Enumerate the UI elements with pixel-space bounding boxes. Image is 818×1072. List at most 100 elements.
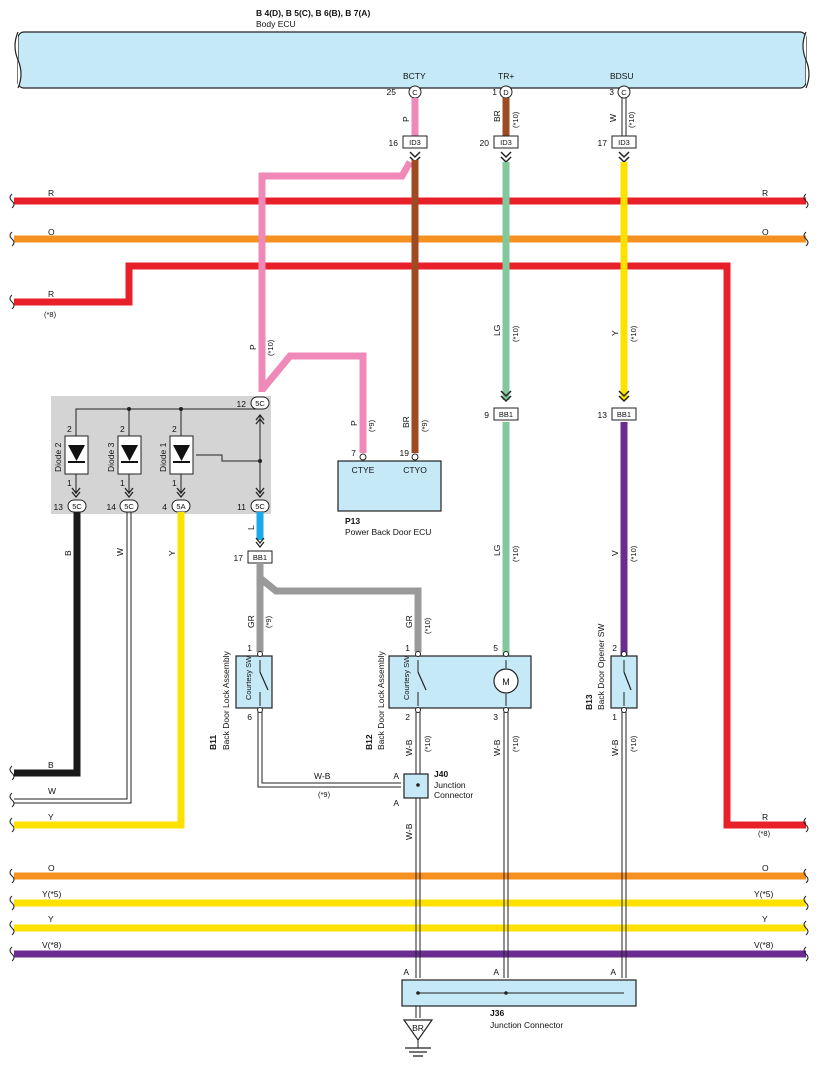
svg-text:1: 1 [492,87,497,97]
gray-wires [256,563,422,652]
svg-text:LG: LG [492,325,502,336]
svg-text:2: 2 [612,643,617,653]
svg-text:GR: GR [404,615,414,628]
svg-text:J40: J40 [434,769,448,779]
svg-text:W: W [48,786,56,796]
svg-text:19: 19 [400,448,410,458]
svg-text:11: 11 [237,502,246,512]
p13-name: Power Back Door ECU [345,527,431,537]
power-back-door-ecu: 7 19 CTYE CTYO P13 Power Back Door ECU [337,448,442,537]
svg-text:W: W [608,114,618,122]
diode-3-icon [117,435,142,475]
svg-text:O: O [48,863,55,873]
svg-text:W-B: W-B [314,771,331,781]
svg-text:R: R [762,812,768,822]
svg-text:1: 1 [67,478,72,488]
svg-text:B11: B11 [208,735,218,750]
svg-text:A: A [493,967,499,977]
svg-text:BR: BR [412,1023,424,1033]
svg-text:W: W [115,548,125,556]
ecu-name-label: Body ECU [256,19,296,29]
svg-text:(*10): (*10) [423,735,432,752]
svg-text:3: 3 [493,712,498,722]
svg-text:(*9): (*9) [264,615,273,628]
wire-break-marks [9,193,809,962]
ground-icon: BR [402,1019,434,1057]
svg-text:O: O [762,863,769,873]
terminal-tr-plus: TR+ 1 D [492,71,514,99]
svg-text:Junction: Junction [434,780,466,790]
svg-text:2: 2 [405,712,410,722]
svg-text:A: A [393,771,399,781]
svg-text:Y(*5): Y(*5) [754,889,774,899]
svg-text:B: B [63,550,73,556]
j36-junction-connector: A A A J36 Junction Connector [401,967,637,1030]
svg-text:5A: 5A [176,502,185,511]
svg-text:16: 16 [389,138,399,148]
svg-text:CTYO: CTYO [403,465,427,475]
svg-text:TR+: TR+ [498,71,514,81]
svg-text:Y(*5): Y(*5) [42,889,62,899]
ground-wires [257,712,627,1018]
svg-text:V(*8): V(*8) [42,940,62,950]
svg-text:(*10): (*10) [627,111,636,128]
svg-text:Y: Y [48,914,54,924]
svg-text:9: 9 [484,410,489,420]
svg-text:5C: 5C [124,502,134,511]
bus-labels: R R O O R (*8) R (*8) O O Y(*5) Y(*5) Y … [42,188,774,950]
svg-text:25: 25 [387,87,397,97]
svg-text:7: 7 [351,448,356,458]
svg-text:P: P [349,420,359,426]
diode-output-wires [14,512,185,829]
svg-text:W-B: W-B [404,823,414,840]
svg-text:Diode 2: Diode 2 [53,442,63,472]
svg-text:Diode 3: Diode 3 [106,442,116,472]
svg-text:5: 5 [493,643,498,653]
svg-text:Y: Y [762,914,768,924]
svg-text:R: R [48,289,54,299]
svg-text:D: D [503,88,509,97]
svg-text:V: V [610,550,620,556]
svg-text:C: C [412,88,418,97]
svg-text:17: 17 [598,138,608,148]
svg-text:B12: B12 [364,734,374,750]
svg-text:BB1: BB1 [617,410,631,419]
p13-id: P13 [345,516,360,526]
svg-text:O: O [762,227,769,237]
svg-text:BDSU: BDSU [610,71,634,81]
svg-text:1: 1 [612,712,617,722]
svg-text:(*10): (*10) [511,545,520,562]
bus-wires [14,197,806,958]
svg-text:ID3: ID3 [500,138,512,147]
diode-assembly: Diode 2 Diode 3 Diode 1 2 2 2 1 1 1 5C 1… [51,396,271,514]
svg-text:Y: Y [610,330,620,336]
svg-text:A: A [393,798,399,808]
svg-text:5C: 5C [72,502,82,511]
svg-text:Y: Y [48,812,54,822]
terminal-bdsu: BDSU 3 C [609,71,634,99]
svg-text:2: 2 [67,424,72,434]
svg-text:1: 1 [120,478,125,488]
svg-text:Y: Y [167,550,177,556]
svg-text:1: 1 [247,643,252,653]
svg-text:Diode 1: Diode 1 [158,442,168,472]
svg-text:LG: LG [492,545,502,556]
svg-text:CTYE: CTYE [352,465,375,475]
diode-2-icon [64,435,89,475]
svg-text:5C: 5C [255,399,265,408]
svg-text:(*8): (*8) [44,310,57,319]
svg-text:Junction Connector: Junction Connector [490,1020,563,1030]
svg-text:13: 13 [54,502,64,512]
svg-text:4: 4 [162,502,167,512]
connector-bb1-upper: BB1 9 BB1 13 [484,390,637,421]
svg-text:(*9): (*9) [420,419,429,432]
body-ecu: B 4(D), B 5(C), B 6(B), B 7(A) Body ECU [14,8,810,89]
svg-text:GR: GR [246,615,256,628]
svg-text:A: A [610,967,616,977]
svg-text:L: L [246,525,256,530]
svg-text:W-B: W-B [492,739,502,756]
svg-text:BR: BR [401,416,411,428]
svg-text:2: 2 [120,424,125,434]
svg-text:ID3: ID3 [618,138,630,147]
